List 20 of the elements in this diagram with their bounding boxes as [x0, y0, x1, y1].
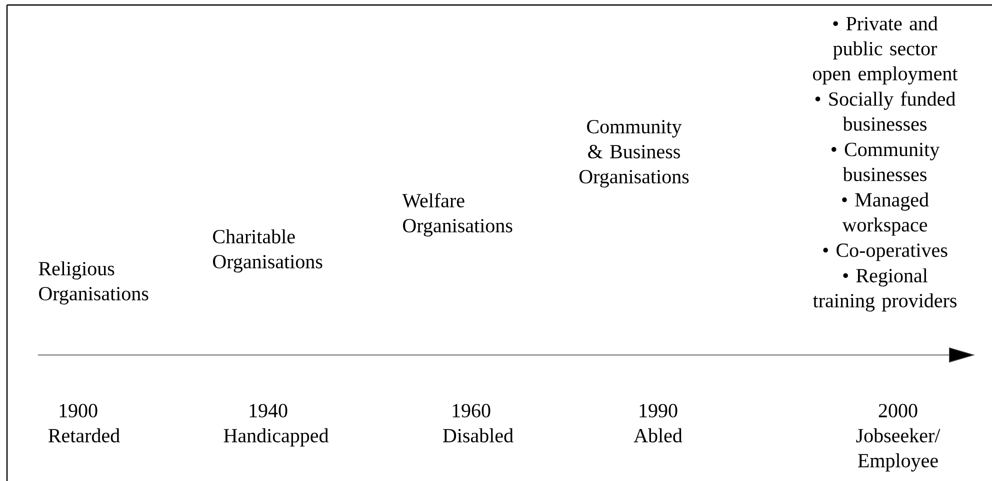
- term-label: Disabled: [443, 428, 514, 442]
- year-label: 1990: [640, 404, 678, 418]
- year-label: 2000: [878, 404, 918, 418]
- term-label: Handicapped: [224, 428, 329, 446]
- term-label: Retarded: [48, 428, 120, 442]
- year-label: 1940: [250, 404, 288, 418]
- term-label: Jobseeker/ Employee: [856, 428, 940, 472]
- service-list-item: • Co-operatives: [823, 244, 948, 262]
- organisation-label: Welfare Organisations: [402, 193, 512, 236]
- service-list-item: • Regional training providers: [812, 268, 956, 312]
- term-label: Abled: [634, 428, 682, 442]
- organisation-label: Charitable Organisations: [213, 229, 322, 272]
- service-list-item: • Community businesses: [832, 142, 940, 182]
- service-list-item: • Private and public sector open employment: [813, 16, 958, 84]
- year-label: 1960: [452, 404, 490, 418]
- organisation-label: Community & Business Organisations: [579, 120, 689, 188]
- organisation-label: Religious Organisations: [38, 261, 148, 304]
- service-list-item: • Managed workspace: [842, 192, 929, 236]
- year-label: 1900: [60, 404, 98, 418]
- service-list-item: • Socially funded businesses: [815, 92, 956, 131]
